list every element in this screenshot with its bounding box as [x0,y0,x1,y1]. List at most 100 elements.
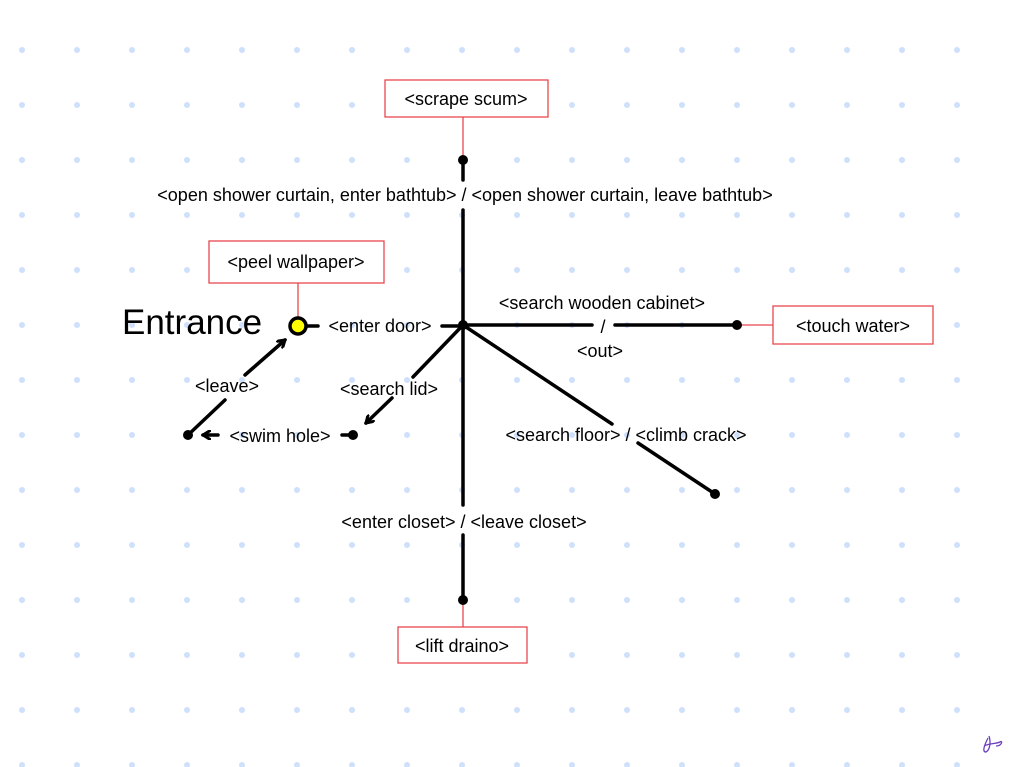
grid-dot [19,322,25,328]
grid-dot [624,597,630,603]
grid-dot [349,762,355,767]
grid-dot [514,47,520,53]
grid-dot [349,102,355,108]
grid-dot [74,322,80,328]
grid-dot [459,47,465,53]
grid-dot [899,267,905,273]
grid-dot [624,707,630,713]
grid-dot [679,267,685,273]
grid-dot [734,432,740,438]
grid-dot [954,102,960,108]
grid-dot [294,102,300,108]
grid-dot [294,597,300,603]
grid-dot [239,377,245,383]
grid-dot [349,542,355,548]
grid-dot [624,47,630,53]
grid-dot [679,707,685,713]
hole-node[interactable] [183,430,193,440]
grid-dot [239,157,245,163]
grid-dot [184,157,190,163]
grid-dot [349,707,355,713]
grid-dot [844,707,850,713]
grid-dot [899,487,905,493]
grid-dot [679,102,685,108]
grid-dot [239,597,245,603]
grid-dot [184,267,190,273]
grid-dot [789,267,795,273]
grid-dot [514,597,520,603]
bathtub-node[interactable] [458,155,468,165]
grid-dot [349,47,355,53]
grid-dot [19,542,25,548]
grid-dot [954,212,960,218]
grid-dot [184,597,190,603]
action-box-lift-draino [397,626,528,664]
grid-dot [624,267,630,273]
crack-node[interactable] [710,489,720,499]
grid-dot [899,597,905,603]
grid-dot [679,652,685,658]
grid-dot [74,432,80,438]
grid-dot [789,597,795,603]
grid-dot [74,212,80,218]
grid-dot [129,432,135,438]
grid-dot [404,542,410,548]
closet-node[interactable] [458,595,468,605]
grid-dot [679,47,685,53]
grid-dot [19,267,25,273]
action-touch-water: <touch water> [796,316,910,336]
grid-dot [624,102,630,108]
grid-dot [459,762,465,767]
grid-dot [844,267,850,273]
dot-grid [19,47,960,767]
grid-dot [679,762,685,767]
edge-label-leave: <leave> [195,376,259,396]
grid-dot [514,487,520,493]
lid-node[interactable] [348,430,358,440]
grid-dot [789,157,795,163]
grid-dot [624,212,630,218]
grid-dot [239,762,245,767]
cabinet-node[interactable] [732,320,742,330]
entrance-node[interactable] [288,316,308,336]
grid-dot [899,102,905,108]
grid-dot [74,377,80,383]
grid-dot [74,652,80,658]
grid-dot [294,542,300,548]
grid-dot [459,707,465,713]
grid-dot [294,432,300,438]
edge-label-enter-door: <enter door> [328,316,431,336]
grid-dot [294,212,300,218]
grid-dot [239,47,245,53]
grid-dot [404,212,410,218]
action-scrape-scum: <scrape scum> [404,89,527,109]
grid-dot [844,762,850,767]
grid-dot [734,267,740,273]
grid-dot [404,157,410,163]
grid-dot [74,542,80,548]
grid-dot [129,267,135,273]
grid-dot [239,487,245,493]
grid-dot [569,102,575,108]
grid-dot [954,597,960,603]
grid-dot [734,487,740,493]
grid-dot [789,377,795,383]
edge-label-cabinet: <search wooden cabinet> [499,293,705,313]
grid-dot [129,157,135,163]
grid-dot [239,707,245,713]
grid-dot [844,102,850,108]
grid-dot [899,542,905,548]
grid-dot [239,432,245,438]
grid-dot [294,707,300,713]
grid-dot [569,597,575,603]
grid-dot [184,47,190,53]
hub-node[interactable] [458,320,468,330]
grid-dot [514,542,520,548]
grid-dot [404,267,410,273]
edge-leave [186,398,227,437]
grid-dot [569,157,575,163]
action-box-peel-wallpaper [208,240,385,284]
grid-dot [184,212,190,218]
grid-dot [899,432,905,438]
grid-dot [294,487,300,493]
